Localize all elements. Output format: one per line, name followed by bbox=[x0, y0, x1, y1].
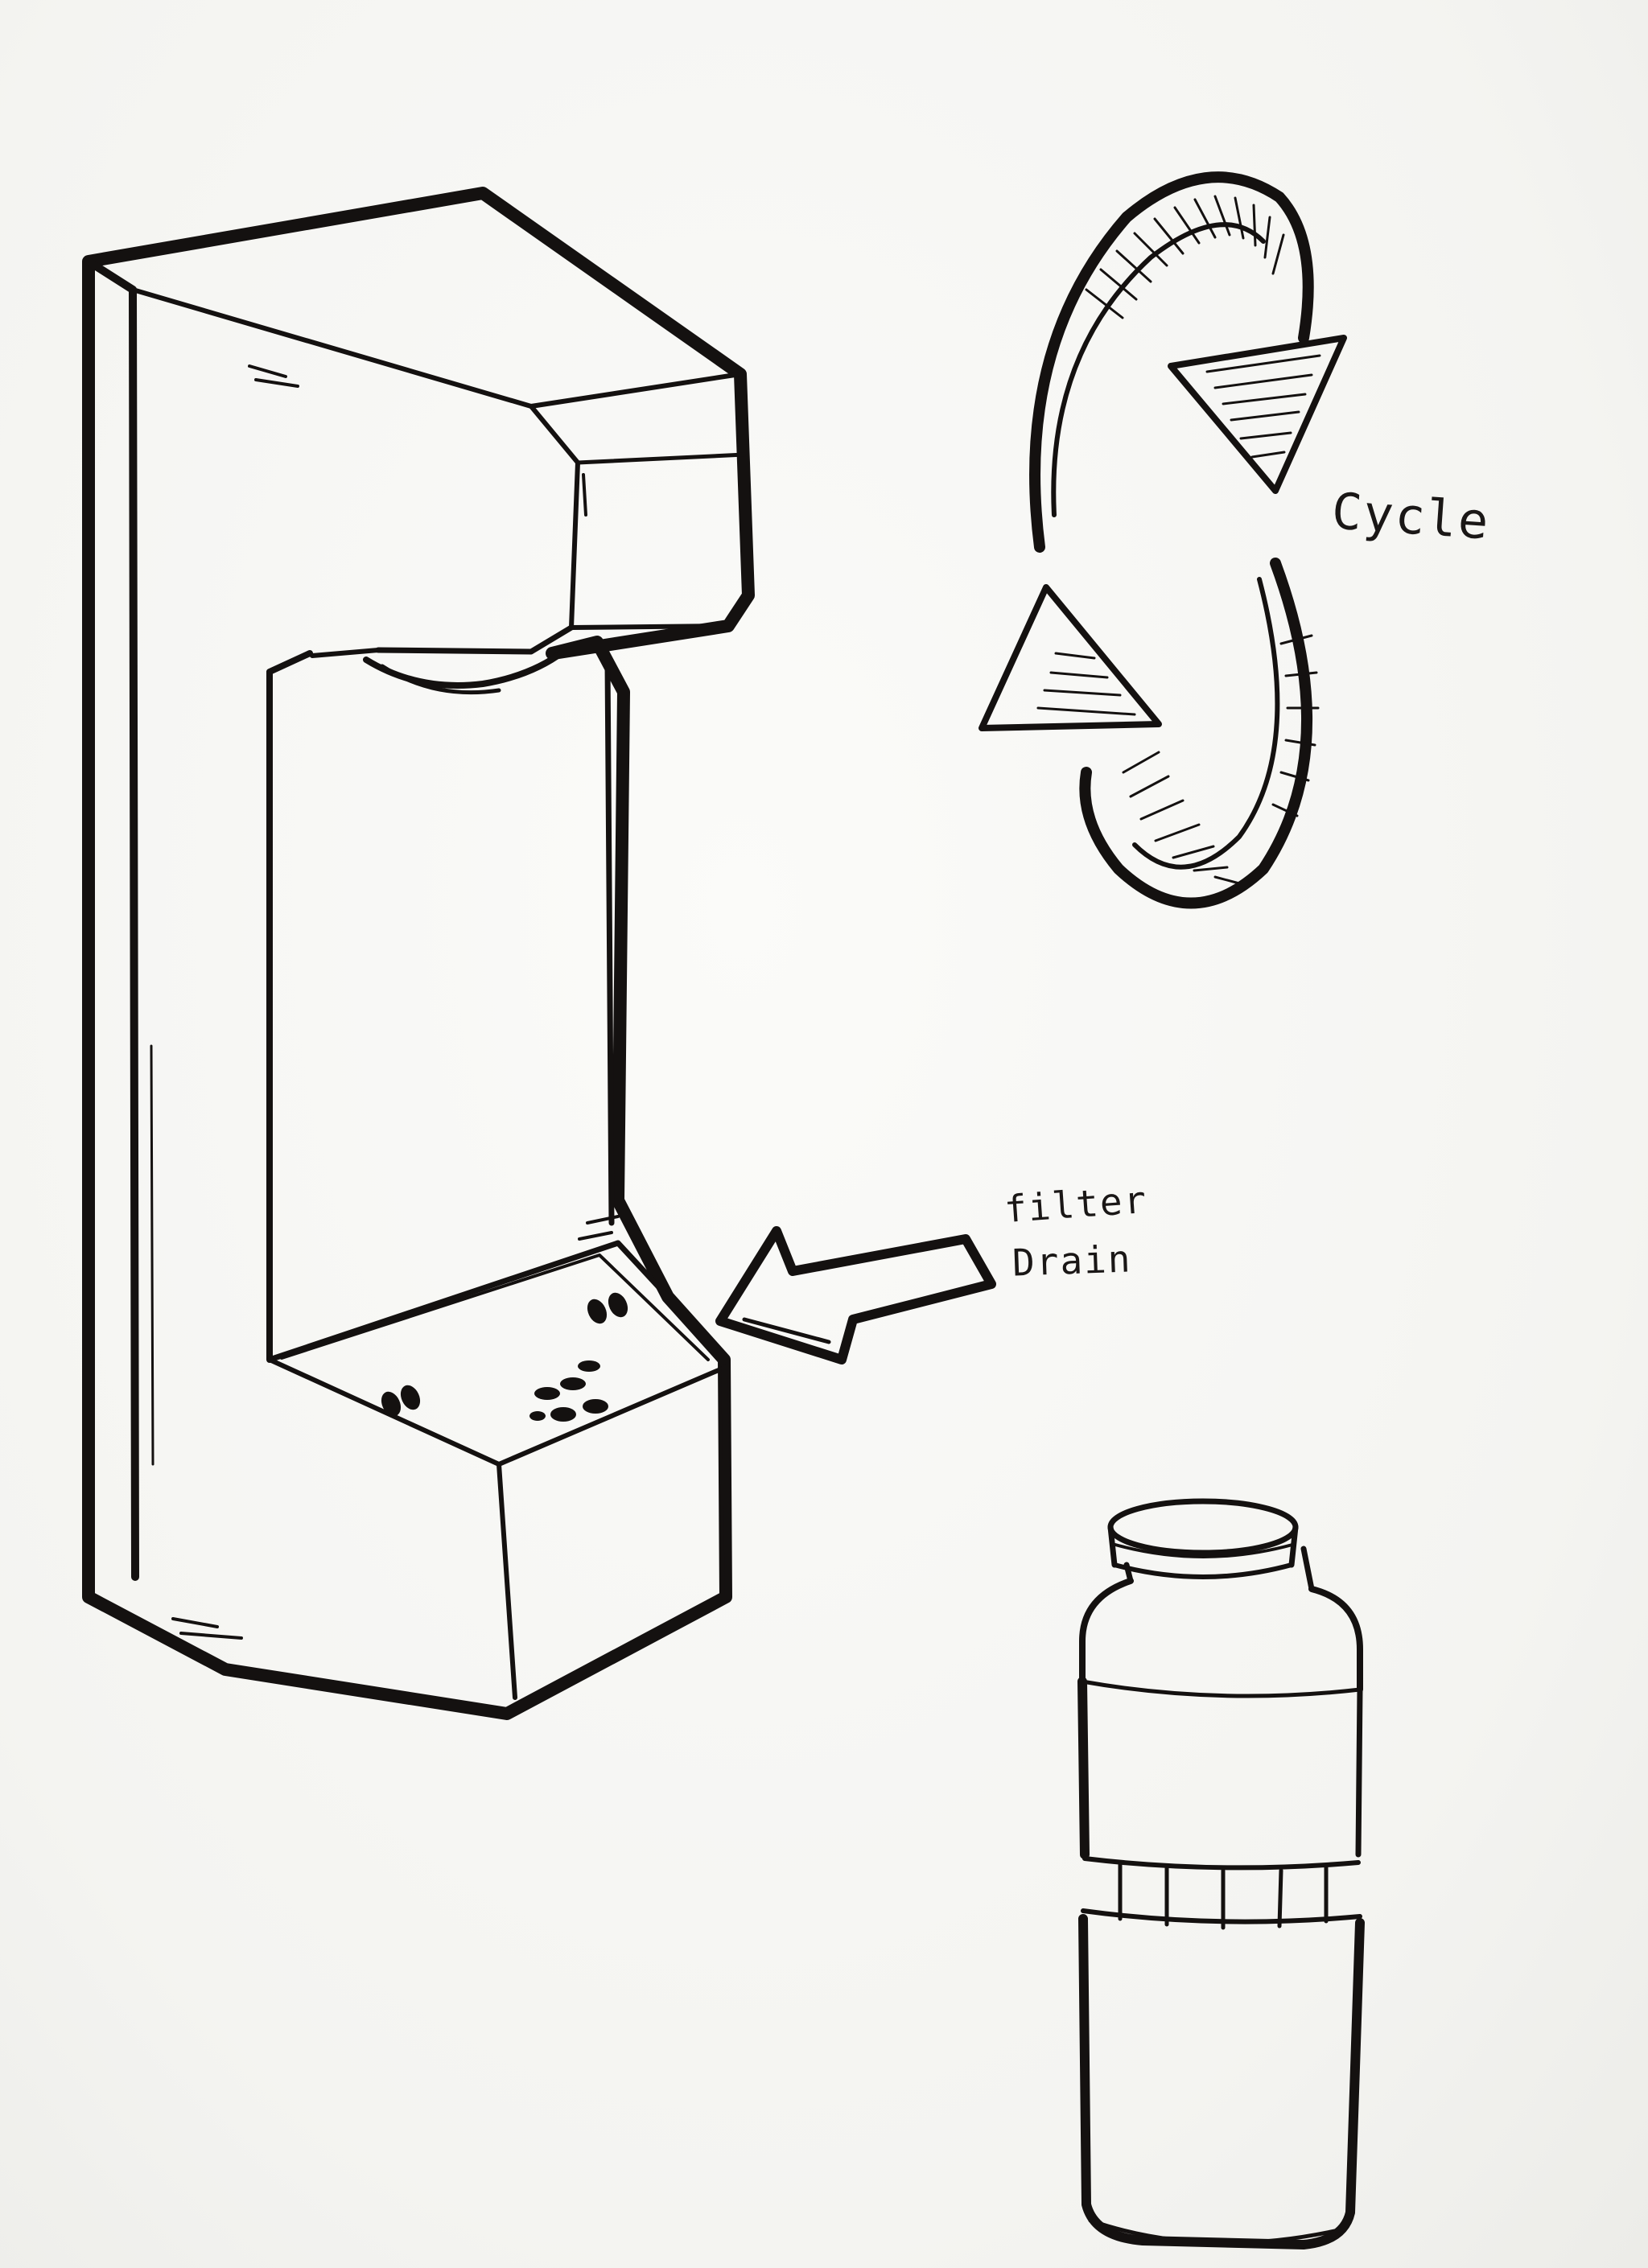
tray-buttons bbox=[381, 1292, 628, 1422]
cycle-label: Cycle bbox=[1329, 481, 1492, 551]
drain-label: Drain bbox=[1011, 1237, 1133, 1285]
bottle-sketch bbox=[1077, 1498, 1365, 2249]
pointer-arrow-sketch bbox=[715, 1226, 996, 1365]
cycle-arrows-sketch bbox=[978, 171, 1347, 909]
water-dispenser-sketch bbox=[82, 187, 755, 1720]
